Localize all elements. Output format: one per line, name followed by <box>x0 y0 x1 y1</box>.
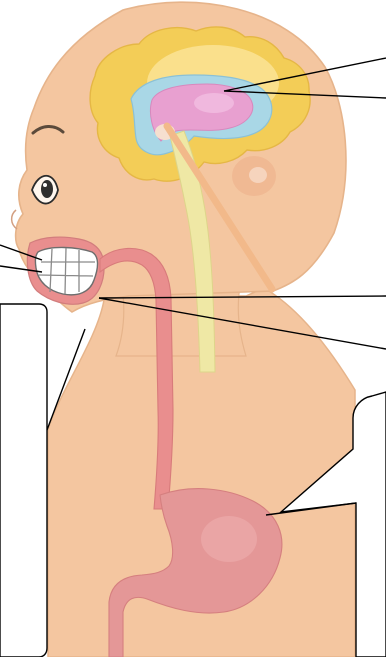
eye-pupil <box>41 180 53 198</box>
stomach-highlight <box>201 516 257 562</box>
brain-core-highlight <box>194 93 234 113</box>
eye-shine <box>43 183 47 187</box>
callout-bubble-left <box>0 304 47 657</box>
ear-inner <box>249 167 267 183</box>
